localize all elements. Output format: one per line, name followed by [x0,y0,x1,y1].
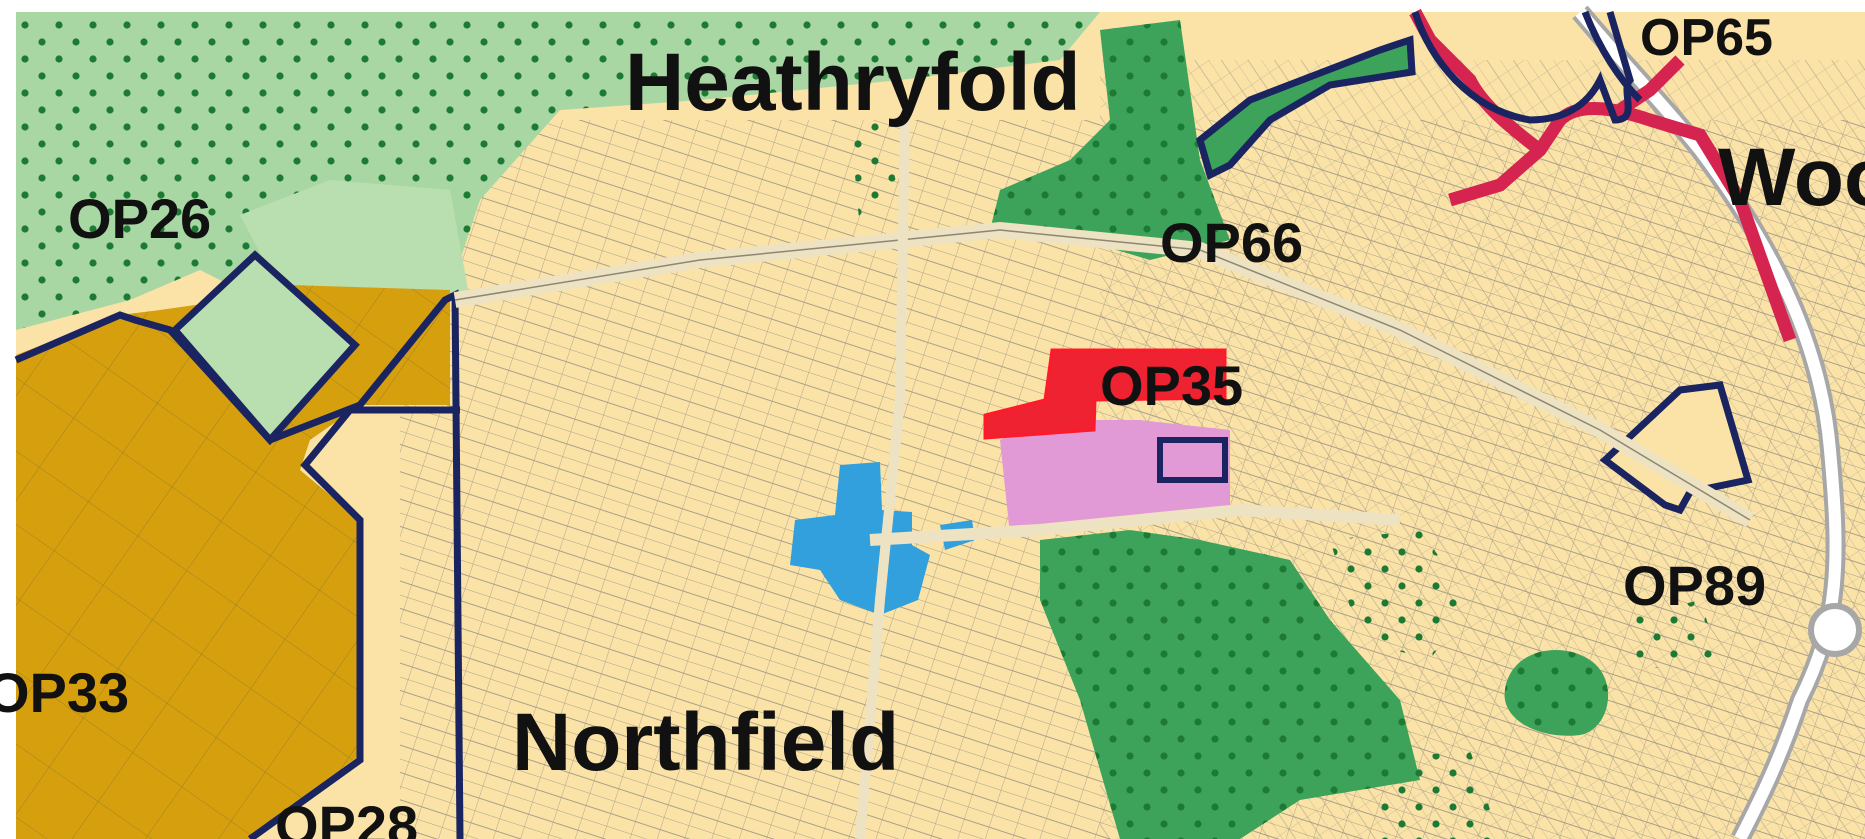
site-label-op33: OP33 [0,661,129,724]
site-label-op89: OP89 [1623,554,1766,617]
site-label-op66: OP66 [1160,211,1303,274]
central-greenspace-dots [1040,530,1420,839]
op35-red-site [983,348,1227,440]
dotted-open-space-4 [1620,600,1720,670]
heathryfold-greenspace-dots [990,20,1230,260]
road-south [869,503,1401,546]
place-label-woodside: Woo [1718,132,1865,223]
place-label-northfield: Northfield [512,697,899,788]
op33-field-lines [16,285,450,839]
op89-boundary [1599,381,1753,515]
op35-small-boundary [1157,437,1228,483]
site-label-op35: OP35 [1100,354,1243,417]
dotted-open-space [1330,530,1470,660]
main-road-diagonal-outline [454,229,1751,521]
road-vertical [855,119,910,839]
red-link-road [1448,102,1797,343]
page-margin-left [0,0,16,839]
op28-boundary [247,406,460,839]
dotted-open-space-3 [850,110,900,230]
page-margin-top [0,0,1865,12]
ring-road-inner [1575,8,1842,839]
op33-boundary [14,289,464,839]
site-label-op28: OP28 [275,794,418,839]
east-greenspace-dots [1504,650,1609,736]
place-label-heathryfold: Heathryfold [625,37,1081,128]
op65-boundary-east [1581,10,1643,103]
roundabout [1808,603,1862,657]
dotted-open-space-2 [1380,750,1500,839]
op66-boundary [1195,35,1416,181]
site-label-op26: OP26 [68,187,211,250]
site-label-op65: OP65 [1640,9,1773,67]
op65-boundary [1411,10,1634,124]
op26-light-area [240,180,470,310]
